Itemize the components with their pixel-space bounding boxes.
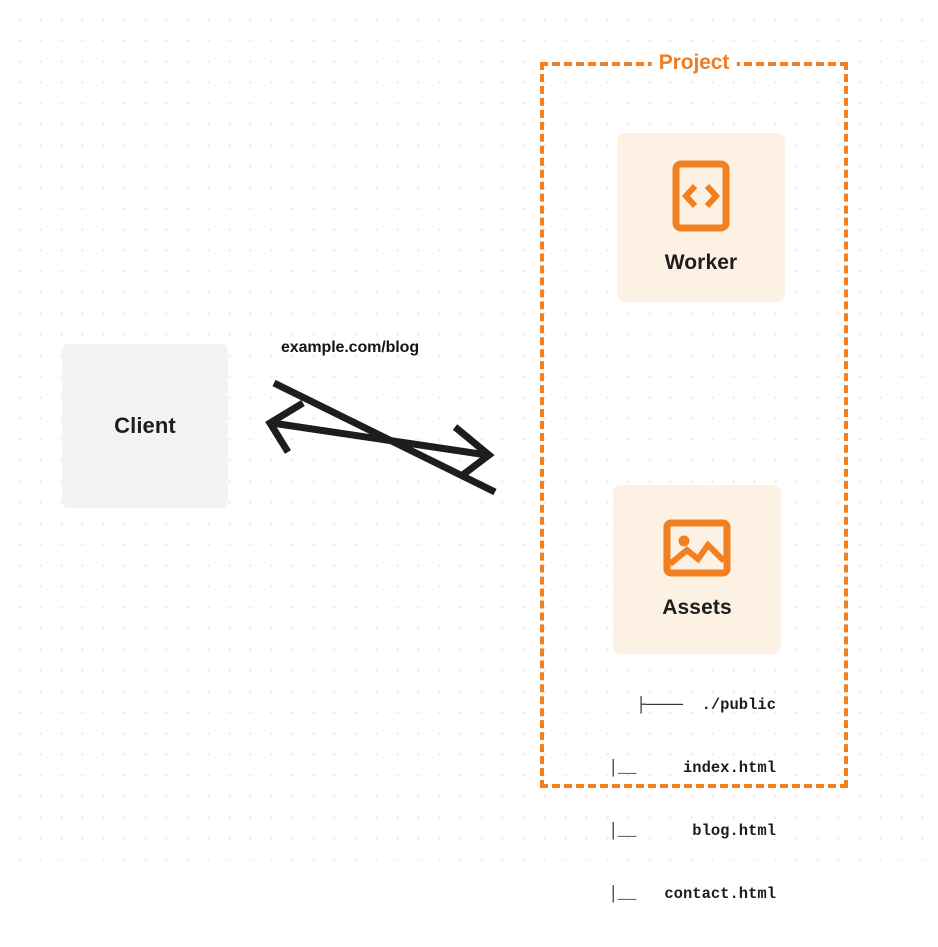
code-brackets-icon xyxy=(672,160,730,237)
file-tree-row: ├──── ./public xyxy=(636,696,776,714)
assets-file-tree: ├──── ./public │__ index.html │__ blog.h… xyxy=(554,653,844,947)
client-node[interactable]: Client xyxy=(62,344,228,508)
assets-label: Assets xyxy=(662,596,732,619)
diagram-canvas: Client example.com/blog Project xyxy=(0,0,938,903)
worker-card[interactable]: Worker xyxy=(617,133,785,302)
arrow-right-head xyxy=(452,424,495,480)
file-tree-row: │__ blog.html xyxy=(608,822,776,840)
assets-card[interactable]: Assets xyxy=(613,485,781,654)
project-title: Project xyxy=(651,51,737,75)
connection-label: example.com/blog xyxy=(281,339,419,356)
request-arrow xyxy=(272,379,497,496)
file-tree-row: │__ index.html xyxy=(608,759,776,777)
worker-label: Worker xyxy=(664,251,738,274)
client-label: Client xyxy=(114,413,176,438)
response-arrow xyxy=(271,419,488,459)
arrow-left-head xyxy=(265,400,305,454)
project-container: Project Worker Assets xyxy=(540,51,848,903)
image-icon xyxy=(663,519,731,582)
file-tree-row: │__ contact.html xyxy=(608,885,776,903)
